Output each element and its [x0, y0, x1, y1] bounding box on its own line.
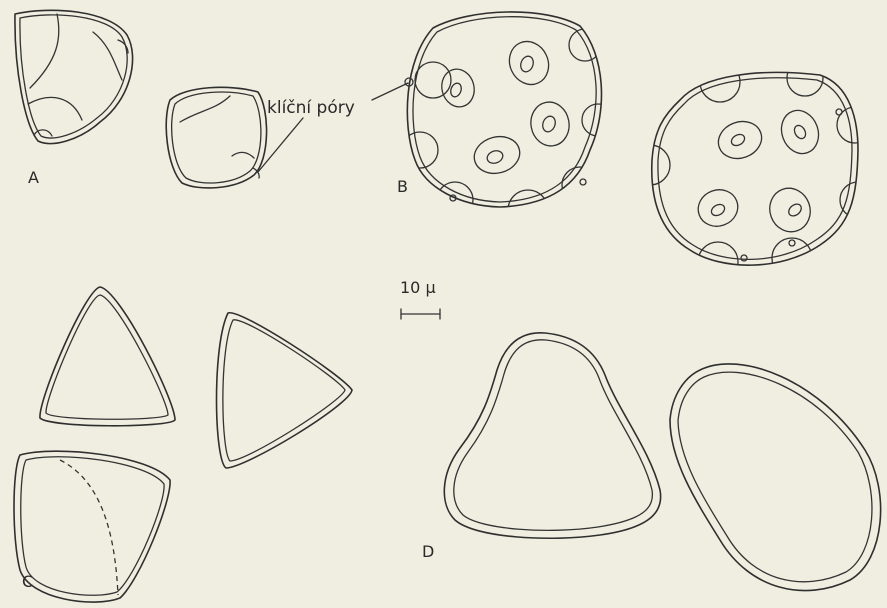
pollen-grain-c2	[217, 313, 353, 468]
label-a: A	[28, 168, 39, 187]
label-c: C	[22, 572, 33, 591]
scale-bar	[401, 309, 440, 319]
pollen-grain-c1	[40, 287, 175, 426]
pollen-grain-b2	[630, 60, 876, 282]
annotation-germ-pores: klíční póry	[267, 98, 355, 118]
pollen-grain-d2	[670, 364, 881, 591]
label-b: B	[397, 177, 408, 196]
scale-bar-label: 10 μ	[400, 278, 436, 297]
pollen-grain-b1	[402, 12, 614, 230]
pollen-grain-a2	[166, 87, 266, 188]
pollen-grain-d1	[444, 333, 660, 538]
pollen-grain-c3	[14, 451, 170, 602]
label-d: D	[422, 542, 434, 561]
pollen-grain-a1	[15, 10, 133, 143]
annotation-leader-lines	[258, 83, 408, 172]
